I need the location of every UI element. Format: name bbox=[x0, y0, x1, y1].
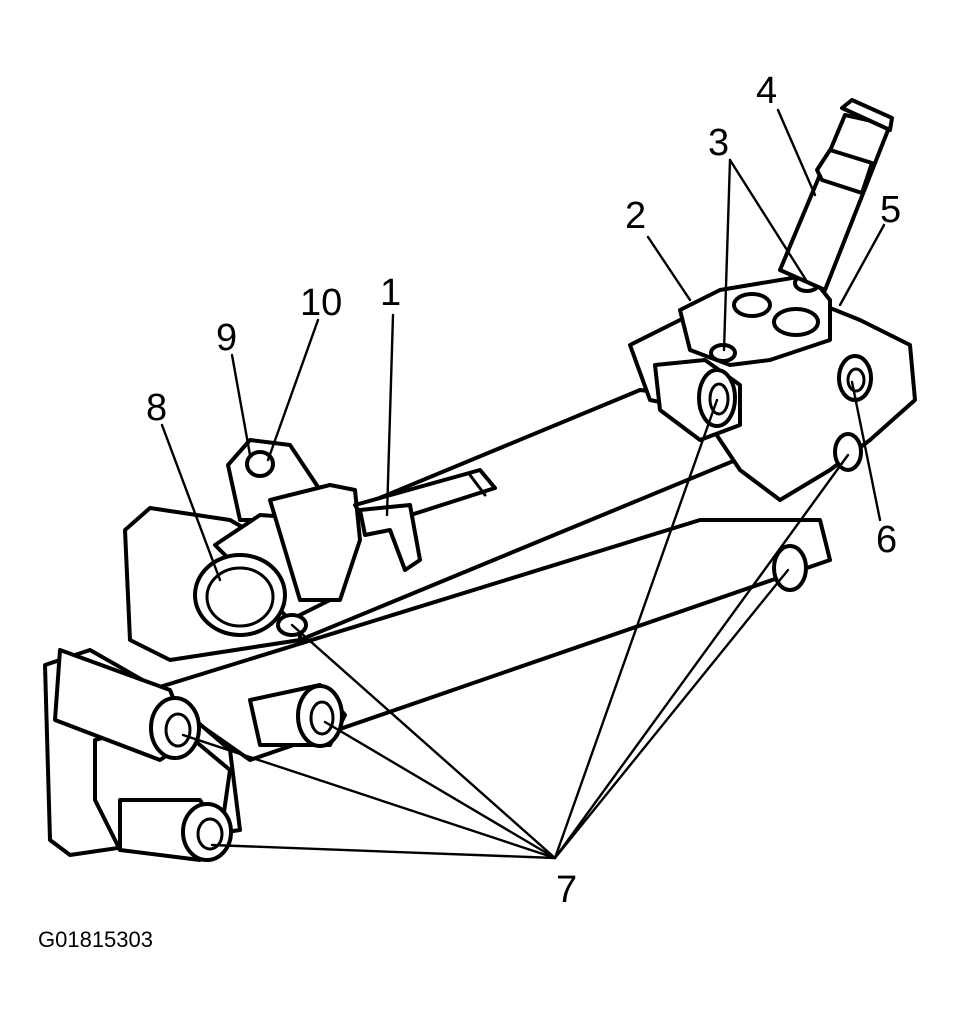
leader-7c bbox=[323, 720, 557, 860]
left-lower-bushing bbox=[181, 802, 233, 862]
leader-1 bbox=[385, 313, 395, 517]
right-casting-top bbox=[678, 273, 832, 367]
lower-right-bushing-b bbox=[772, 544, 808, 592]
callout-9: 9 bbox=[216, 317, 237, 359]
boss-hole-10 bbox=[245, 450, 275, 478]
center-bushing bbox=[296, 684, 344, 748]
figure-code: G01815303 bbox=[38, 927, 153, 952]
leader-7d bbox=[290, 623, 557, 860]
callout-6: 6 bbox=[876, 519, 897, 561]
leader-7a bbox=[181, 733, 557, 860]
leader-10 bbox=[266, 318, 320, 462]
lower-right-bushing-a bbox=[833, 432, 863, 472]
callout-8: 8 bbox=[146, 387, 167, 429]
callout-2: 2 bbox=[625, 195, 646, 237]
callout-4: 4 bbox=[756, 70, 777, 112]
pipe-4-end bbox=[840, 98, 894, 132]
leader-6 bbox=[850, 380, 882, 522]
leader-2 bbox=[646, 235, 692, 302]
left-upper-bushing bbox=[149, 696, 201, 760]
pipe-4-nut bbox=[815, 148, 874, 195]
leader-5 bbox=[838, 223, 886, 307]
callout-7: 7 bbox=[556, 869, 577, 911]
bracket-1 bbox=[358, 503, 422, 572]
leader-4 bbox=[776, 108, 817, 197]
callout-10: 10 bbox=[300, 282, 342, 324]
leader-7f bbox=[553, 453, 850, 860]
leader-3b bbox=[728, 158, 808, 282]
leader-7g bbox=[553, 568, 790, 860]
leader-8 bbox=[160, 423, 222, 582]
leader-7e bbox=[553, 398, 719, 860]
callout-1: 1 bbox=[380, 272, 401, 314]
collar bbox=[268, 483, 362, 602]
leader-7b bbox=[210, 843, 557, 860]
callout-5: 5 bbox=[880, 189, 901, 231]
casting-large-hole bbox=[772, 307, 820, 337]
right-center-bushing bbox=[697, 368, 737, 428]
callout-3: 3 bbox=[708, 122, 729, 164]
leader-3a bbox=[722, 158, 732, 352]
leader-9 bbox=[230, 353, 252, 457]
